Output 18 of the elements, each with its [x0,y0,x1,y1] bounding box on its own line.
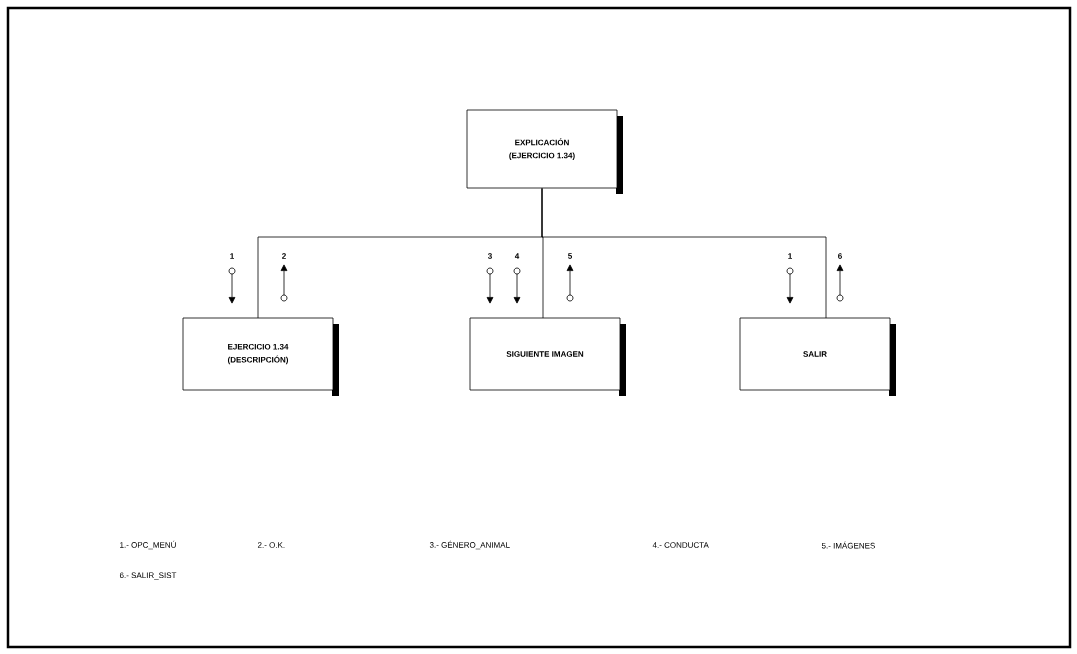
key-text: 1.- OPC_MENÚ [120,540,176,550]
connector-line [541,188,827,319]
couple-number: 5 [568,253,572,259]
key-text: 4.- CONDUCTA [652,542,709,548]
couple-number: 3 [487,253,492,259]
process-box: EXPLICACIÓN (EJERCICIO 1.34) [466,109,623,194]
couple-number: 1 [230,253,234,259]
key-text: 5.- IMÁGENES [821,541,875,549]
key-text: 3.- GÉNERO_ANIMAL [429,540,510,550]
couple-number: 1 [788,253,792,259]
key-text: 6.- SALIR_SIST [119,572,177,580]
key-text: 2.- O.K. [257,542,285,548]
process-box: SALIR [739,317,896,396]
couple-number: 6 [838,253,842,259]
process-box: EJERCICIO 1.34 (DESCRIPCIÓN) [182,317,339,396]
process-box: SIGUIENTE IMAGEN [469,317,626,396]
couple-number: 2 [282,253,286,259]
couple-number: 4 [514,253,520,259]
